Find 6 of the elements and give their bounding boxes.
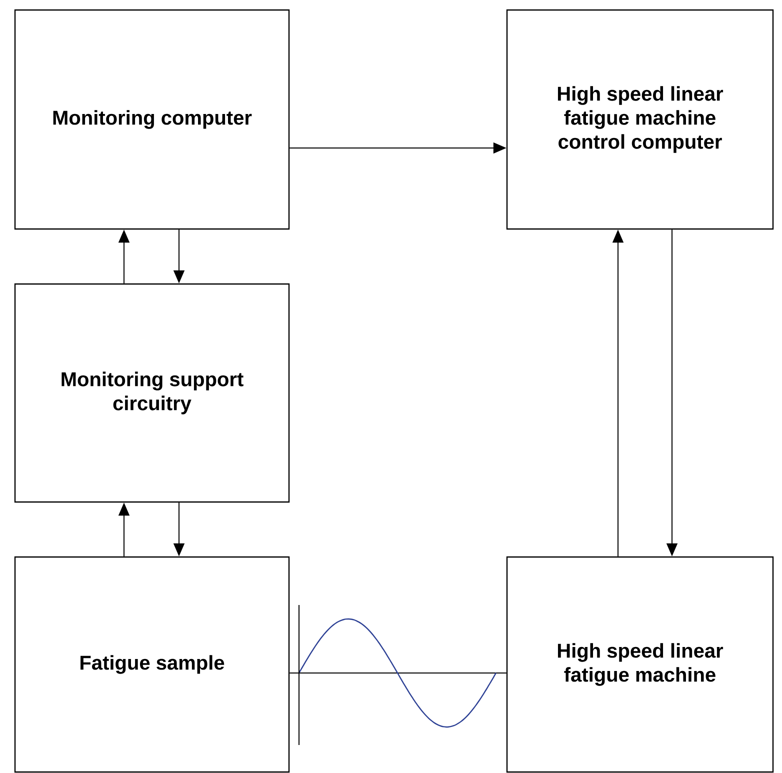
connector-line bbox=[289, 672, 507, 674]
process-box: High speed linear fatigue machine control computer bbox=[506, 9, 774, 230]
process-box: Monitoring support circuitry bbox=[14, 283, 290, 503]
process-box: Fatigue sample bbox=[14, 556, 290, 773]
process-box: Monitoring computer bbox=[14, 9, 290, 230]
process-box: High speed linear fatigue machine bbox=[506, 556, 774, 773]
